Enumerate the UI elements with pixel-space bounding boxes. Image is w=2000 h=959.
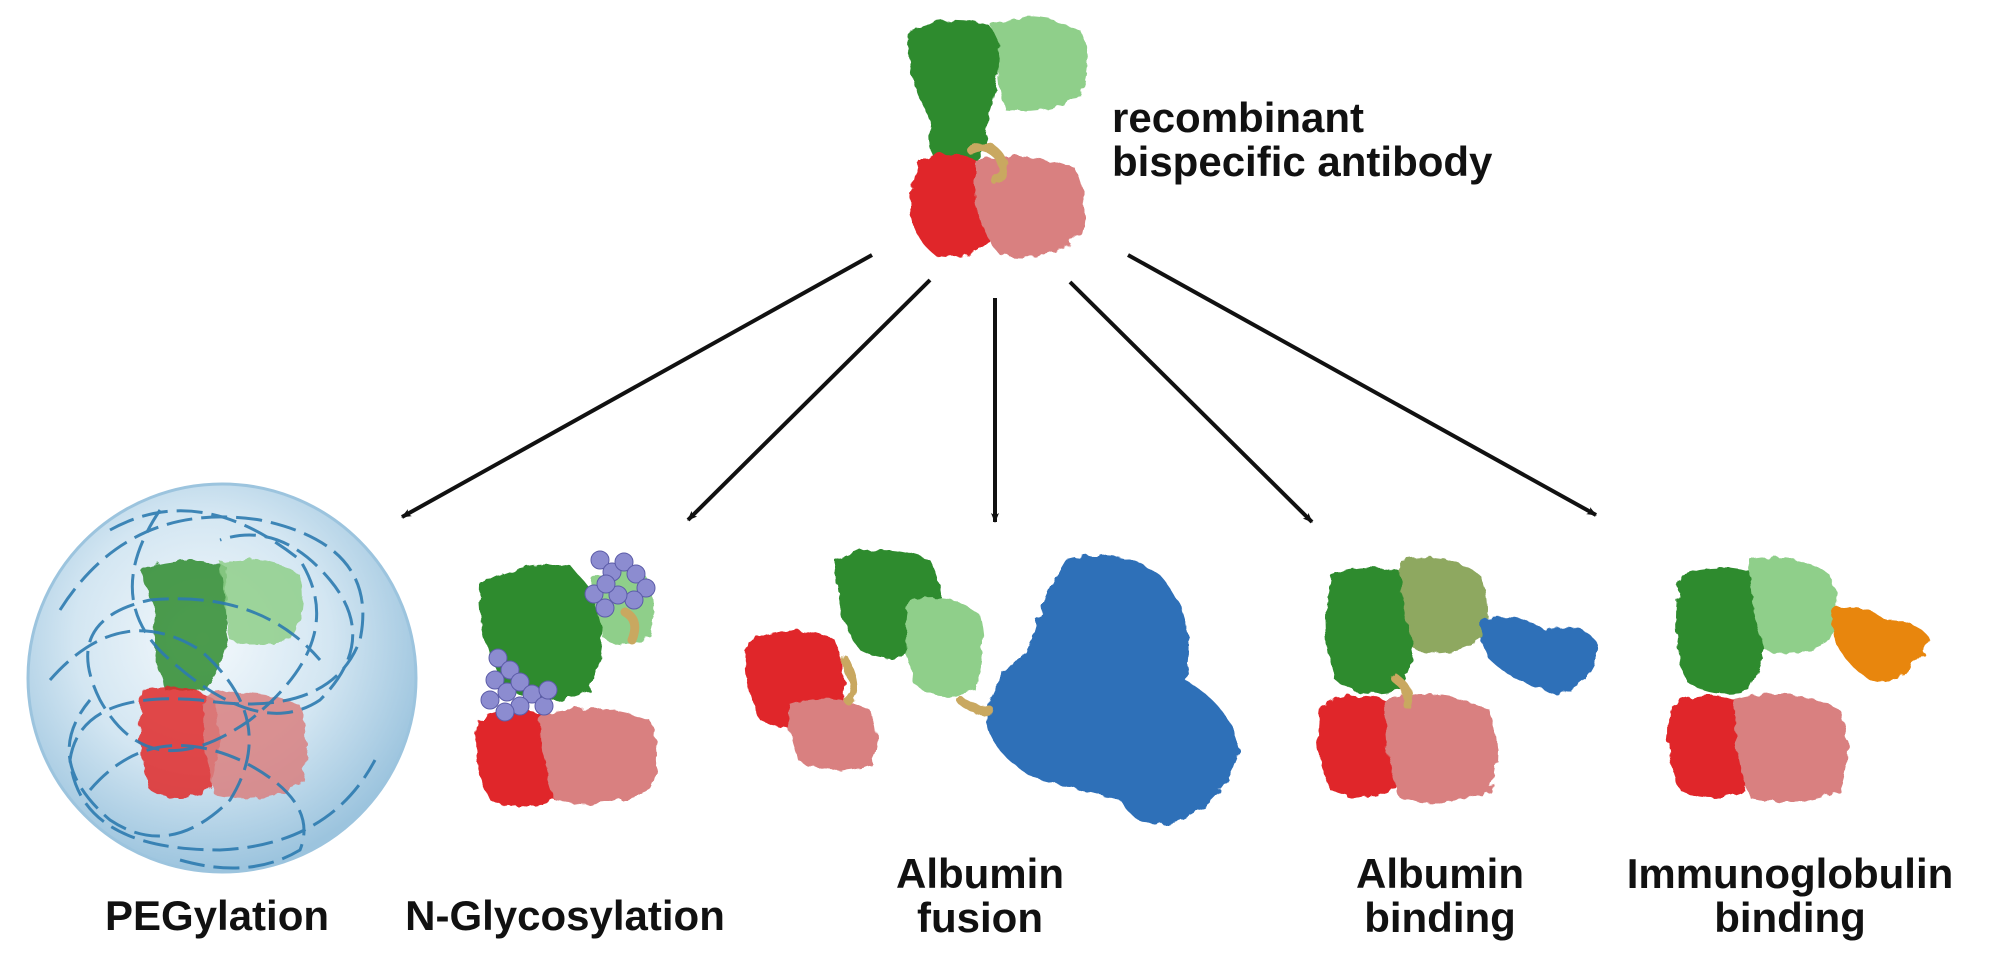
peg-sphere xyxy=(26,482,418,874)
albumin-binding-label-line2: binding xyxy=(1364,894,1516,941)
albumin-fusion-label: Albumin fusion xyxy=(880,852,1080,940)
arrow-to-n-glycosylation xyxy=(686,278,932,522)
albumin-binding-antibody-icon xyxy=(1317,557,1598,803)
albumin-fusion-label-line2: fusion xyxy=(917,894,1043,941)
arrow-to-albumin-binding xyxy=(1068,280,1314,524)
albumin-fusion-label-line1: Albumin xyxy=(896,850,1064,897)
bispecific-antibody-icon xyxy=(908,18,1088,257)
arrow-to-immunoglobulin-binding xyxy=(1127,253,1597,517)
top-label-line2: bispecific antibody xyxy=(1112,138,1493,185)
pegylated-antibody-icon xyxy=(26,482,418,874)
bispecific-antibody-label: recombinant bispecific antibody xyxy=(1112,96,1492,184)
pegylation-label: PEGylation xyxy=(102,894,332,938)
albumin-binding-label-line1: Albumin xyxy=(1356,850,1524,897)
immunoglobulin-binding-label-line2: binding xyxy=(1714,894,1866,941)
immunoglobulin-binding-label: Immunoglobulin binding xyxy=(1610,852,1970,940)
top-label-line1: recombinant xyxy=(1112,94,1365,141)
albumin-binding-label: Albumin binding xyxy=(1340,852,1540,940)
albumin-fusion-antibody-icon xyxy=(745,550,1240,825)
ig-binding-antibody-icon xyxy=(1667,557,1930,803)
n-glycosylation-label: N-Glycosylation xyxy=(400,894,730,938)
pegylation-label-line1: PEGylation xyxy=(104,892,330,939)
n-glycosylation-label-line1: N-Glycosylation xyxy=(405,892,725,939)
arrows xyxy=(401,253,1597,524)
immunoglobulin-binding-label-line1: Immunoglobulin xyxy=(1626,850,1954,897)
glycosylated-antibody-icon xyxy=(475,550,658,808)
arrow-to-pegylation xyxy=(401,253,873,519)
